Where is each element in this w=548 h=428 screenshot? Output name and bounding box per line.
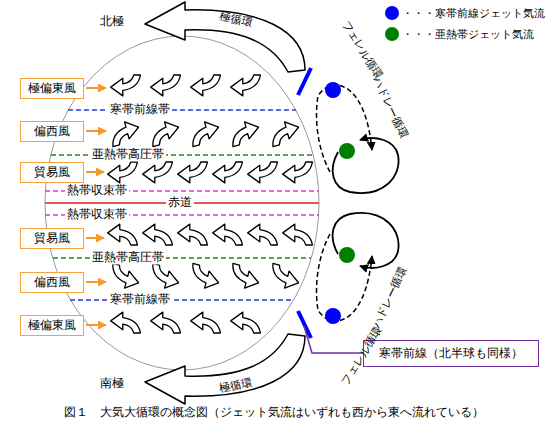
- polar-front-segment: [298, 68, 311, 95]
- wind-arrow: [191, 312, 221, 333]
- box-text: 寒帯前線（北半球も同様）: [379, 347, 523, 360]
- polar-front-segment: [298, 311, 311, 338]
- wind-arrow: [108, 162, 138, 183]
- callout-leader: [304, 326, 363, 353]
- legend-swatch: [385, 27, 399, 41]
- subtropical-jet-dot: [339, 247, 355, 263]
- wind-arrow: [111, 312, 141, 333]
- box-text: 貿易風: [34, 166, 70, 179]
- wind-label-box: 偏西風: [20, 272, 84, 293]
- wind-arrow: [148, 119, 182, 147]
- wind-arrow: [213, 224, 243, 245]
- wind-arrow: [151, 312, 181, 333]
- ferrel-cell: [317, 85, 373, 172]
- pointer-arrow: [86, 171, 104, 173]
- hadley-cell: [333, 213, 399, 268]
- wind-arrow: [143, 224, 173, 245]
- zone-label: 寒帯前線帯: [108, 103, 172, 116]
- zone-label: 亜熱帯高圧帯: [90, 148, 166, 161]
- wind-arrow: [213, 162, 243, 183]
- wind-arrow: [188, 263, 222, 291]
- pointer-arrow: [86, 237, 104, 239]
- hadley-cell: [333, 138, 399, 193]
- wind-arrow: [108, 263, 142, 291]
- polar-front-zone-line: [70, 299, 294, 301]
- zone-label: 熱帯収束帯: [65, 184, 129, 197]
- cell-label: フェレル循環: [339, 19, 384, 81]
- pointer-arrow: [86, 130, 106, 132]
- earth-outline: [45, 36, 319, 370]
- legend-text: ・・・亜熱帯ジェット気流: [402, 27, 534, 42]
- wind-arrow: [228, 263, 262, 291]
- cell-label: ハドレー循環: [371, 76, 410, 141]
- wind-arrow: [178, 162, 208, 183]
- wind-arrow: [248, 162, 278, 183]
- legend-swatch: [385, 6, 399, 20]
- polar-cell: [145, 334, 305, 404]
- box-text: 極偏東風: [28, 319, 76, 332]
- pointer-arrow: [86, 281, 106, 283]
- wind-arrow: [178, 224, 208, 245]
- equator-label: 赤道: [166, 196, 194, 209]
- wind-arrow: [268, 119, 302, 147]
- pole-label: 南極: [100, 377, 124, 390]
- polar-jet-dot: [325, 308, 341, 324]
- zone-label: 亜熱帯高圧帯: [90, 251, 166, 264]
- wind-label-box: 偏西風: [20, 121, 84, 142]
- wind-label-box: 極偏東風: [20, 315, 84, 336]
- wind-arrow: [268, 263, 302, 291]
- legend-item: ・・・亜熱帯ジェット気流: [385, 26, 534, 42]
- wind-arrow: [143, 162, 173, 183]
- wind-label-box: 貿易風: [20, 228, 84, 249]
- pole-label: 北極: [100, 15, 124, 28]
- polar-jet-dot: [325, 82, 341, 98]
- zone-label: 寒帯前線帯: [108, 293, 172, 306]
- box-text: 貿易風: [34, 232, 70, 245]
- ferrel-cell: [317, 234, 373, 321]
- wind-arrow: [283, 224, 313, 245]
- box-text: 偏西風: [34, 276, 70, 289]
- wind-arrow: [108, 119, 142, 147]
- callout-box: 寒帯前線（北半球も同様）: [363, 340, 539, 367]
- legend-item: ・・・寒帯前線ジェット気流: [385, 5, 545, 21]
- wind-arrow: [231, 312, 261, 333]
- wind-arrow: [283, 162, 313, 183]
- wind-arrow: [191, 75, 221, 96]
- wind-arrow: [228, 119, 262, 147]
- wind-arrow: [248, 224, 278, 245]
- pointer-arrow: [86, 87, 106, 89]
- cell-label: ハドレー循環: [371, 266, 410, 331]
- legend-text: ・・・寒帯前線ジェット気流: [402, 6, 545, 21]
- wind-arrow: [111, 75, 141, 96]
- polar-front-zone-line: [68, 109, 296, 111]
- zone-label: 熱帯収束帯: [65, 208, 129, 221]
- pointer-arrow: [86, 324, 106, 326]
- polar-cell: [145, 2, 305, 72]
- wind-arrow: [188, 119, 222, 147]
- wind-arrow: [151, 75, 181, 96]
- wind-label-box: 極偏東風: [20, 78, 84, 99]
- figure-caption: 図１ 大気大循環の概念図（ジェット気流はいずれも西から東へ流れている）: [0, 404, 548, 421]
- wind-arrow: [231, 75, 261, 96]
- wind-arrow: [148, 263, 182, 291]
- box-text: 偏西風: [34, 125, 70, 138]
- box-text: 極偏東風: [28, 82, 76, 95]
- wind-arrow: [108, 224, 138, 245]
- wind-label-box: 貿易風: [20, 162, 84, 183]
- subtropical-jet-dot: [339, 143, 355, 159]
